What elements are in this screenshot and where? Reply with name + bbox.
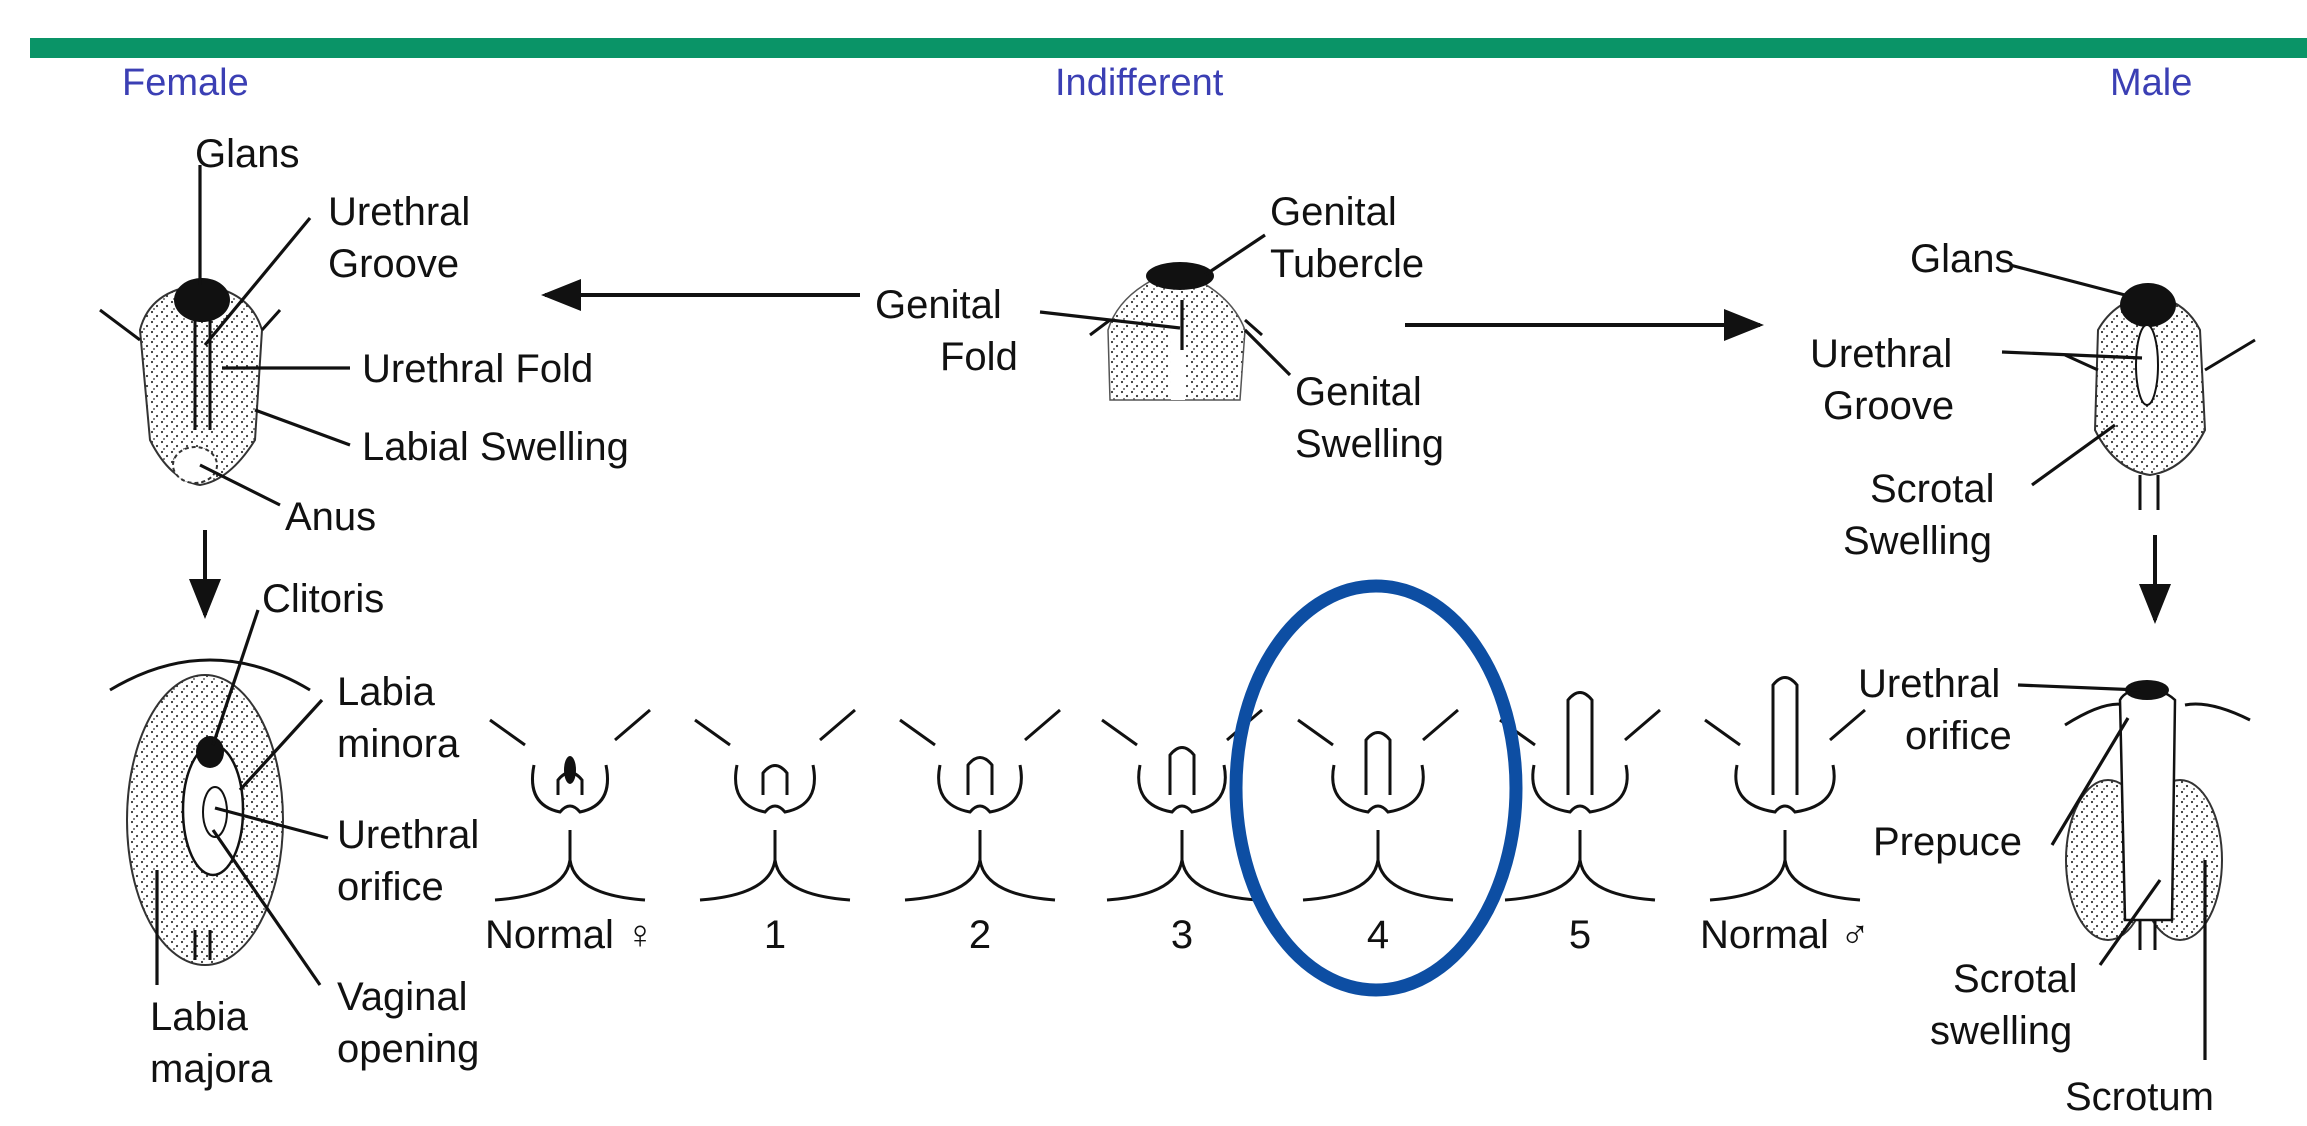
leader-genital-swelling [1245,330,1290,375]
label-genital-tubercle-1: Genital [1270,190,1397,234]
stage-label-3: 2 [969,913,991,957]
stage-leg-lines [900,710,1060,745]
label-labia-minora-2: minora [337,722,460,766]
label-male-urethral-orifice-2: orifice [1905,714,2012,758]
stage-6-figure [1500,693,1660,901]
label-male-scrotal-swelling-lower-1: Scrotal [1953,957,2078,1001]
stage-leg-lines [1298,710,1458,745]
top-bar [30,38,2307,58]
label-genital-tubercle-2: Tubercle [1270,242,1424,286]
stage-perineum [495,830,645,900]
label-vaginal-opening-1: Vaginal [337,975,467,1019]
label-female-anus: Anus [285,495,376,539]
header-indifferent: Indifferent [1055,62,1224,104]
stage-phallus [763,766,787,796]
female-lower-figure [110,660,310,965]
stage-swelling [1333,765,1424,812]
stage-phallus [1773,678,1797,796]
stage-label-7: Normal ♂ [1700,913,1870,957]
stage-phallus [1568,693,1592,796]
stage-1-figure [490,710,650,900]
female-upper-figure [100,278,280,485]
stage-leg-lines [490,710,650,745]
label-male-urethral-groove-2: Groove [1823,384,1954,428]
male-lower-figure [2065,680,2250,950]
stage-5-figure [1298,710,1458,900]
stage-phallus [1170,748,1194,796]
header-female: Female [122,62,249,104]
stage-clitoris-mark [564,756,576,784]
label-genital-swelling-2: Swelling [1295,422,1444,466]
label-male-urethral-groove-1: Urethral [1810,332,1952,376]
leader-female-labial-swelling [255,410,350,445]
stage-perineum [1710,830,1860,900]
stage-label-5: 4 [1367,913,1389,957]
stage-2-figure [695,710,855,900]
label-female-urethral-groove-1: Urethral [328,190,470,234]
indifferent-figure [1090,262,1262,400]
label-urethral-orifice-f-2: orifice [337,865,444,909]
label-labia-majora-1: Labia [150,995,249,1039]
label-female-urethral-groove-2: Groove [328,242,459,286]
leader-male-scrotal-swelling [2032,425,2115,485]
stage-phallus [1366,733,1390,796]
stage-perineum [700,830,850,900]
stage-3-figure [900,710,1060,900]
prader-stages: Normal ♀ 1 2 3 4 5 Normal ♂ [485,678,1870,958]
stage-swelling [1736,765,1834,812]
stage-7-figure [1705,678,1865,901]
label-male-scrotal-swelling-1: Scrotal [1870,467,1995,511]
stage-perineum [1505,830,1655,900]
label-genital-swelling-1: Genital [1295,370,1422,414]
header-male: Male [2110,62,2192,104]
label-genital-fold-2: Fold [940,335,1018,379]
stage-leg-lines [1500,710,1660,745]
label-scrotum: Scrotum [2065,1075,2214,1119]
label-female-glans: Glans [195,132,300,176]
stage-swelling [1533,765,1627,812]
label-labia-majora-2: majora [150,1047,273,1091]
label-labia-minora-1: Labia [337,670,436,714]
stage-swelling [939,765,1022,812]
leader-female-anus [200,465,280,505]
stage-swelling [736,765,815,812]
label-male-scrotal-swelling-lower-2: swelling [1930,1009,2072,1053]
leader-male-glans [2010,265,2125,295]
stage-leg-lines [1705,710,1865,745]
label-vaginal-opening-2: opening [337,1027,479,1071]
leader-genital-tubercle [1205,235,1265,275]
stage-label-1: Normal ♀ [485,913,655,957]
stage-label-6: 5 [1569,913,1591,957]
male-upper-figure [2065,283,2255,510]
label-male-urethral-orifice-1: Urethral [1858,662,2000,706]
stage-perineum [1303,830,1453,900]
label-male-scrotal-swelling-2: Swelling [1843,519,1992,563]
label-female-urethral-fold: Urethral Fold [362,347,593,391]
stage-phallus [968,758,992,796]
label-female-labial-swelling: Labial Swelling [362,425,629,469]
leader-male-urethral-orifice [2018,685,2140,690]
label-prepuce: Prepuce [1873,820,2022,864]
stage-perineum [905,830,1055,900]
stage-label-2: 1 [764,913,786,957]
stage-swelling [1139,765,1226,812]
stage-label-4: 3 [1171,913,1193,957]
stage-leg-lines [695,710,855,745]
label-clitoris: Clitoris [262,577,384,621]
label-male-glans: Glans [1910,237,2015,281]
label-urethral-orifice-f-1: Urethral [337,813,479,857]
label-genital-fold-1: Genital [875,283,1002,327]
